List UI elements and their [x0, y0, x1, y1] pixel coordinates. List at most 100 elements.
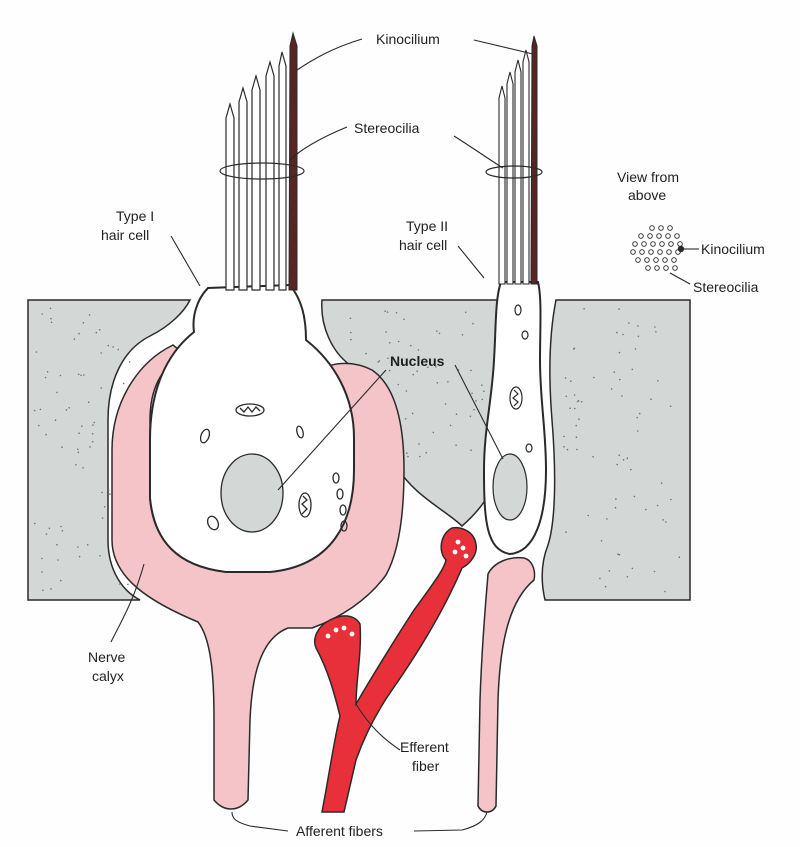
stipple-dot — [88, 314, 91, 316]
stipple-dot — [397, 340, 400, 343]
stipple-dot — [600, 540, 603, 542]
vesicle — [339, 504, 347, 516]
view-stereocilium-dot — [650, 241, 656, 247]
view-stereocilium-dot — [665, 233, 671, 239]
stipple-dot — [664, 590, 666, 593]
view-stereocilium-dot — [635, 257, 641, 263]
stipple-dot — [78, 555, 81, 558]
stipple-dot — [432, 431, 435, 434]
type1-cell-body — [149, 283, 355, 573]
stipple-dot — [77, 451, 80, 454]
stipple-dot — [65, 409, 68, 411]
view-stereocilium-dot — [647, 233, 653, 239]
stipple-dot — [100, 387, 102, 389]
stipple-dot — [593, 376, 595, 379]
stipple-dot — [613, 371, 616, 373]
label-view-line1: View from — [617, 169, 679, 185]
stipple-dot — [473, 408, 475, 411]
leader-type1 — [170, 235, 201, 287]
type1-cilia-link — [219, 162, 305, 180]
view-stereocilium-dot — [653, 257, 659, 263]
label-afferent: Afferent fibers — [296, 823, 383, 839]
stipple-dot — [481, 384, 483, 387]
efferent-fiber — [314, 526, 478, 813]
stipple-dot — [34, 522, 36, 525]
stipple-dot — [599, 577, 601, 580]
stipple-dot — [61, 529, 64, 532]
stipple-dot — [93, 421, 96, 424]
stipple-dot — [461, 334, 464, 336]
supporting-tissue — [27, 299, 691, 601]
stipple-dot — [48, 527, 51, 530]
stipple-dot — [563, 446, 565, 448]
stipple-dot — [447, 381, 449, 383]
stipple-dot — [128, 361, 131, 363]
view-stereocilium-dot — [668, 241, 674, 247]
label-nucleus: Nucleus — [390, 353, 445, 369]
stipple-dot — [101, 517, 104, 519]
stipple-dot — [634, 348, 637, 350]
stipple-dot — [619, 378, 621, 381]
stipple-dot — [616, 331, 618, 334]
type2-kinocilium — [530, 35, 538, 285]
stipple-dot — [81, 425, 83, 428]
leader-kinocilium-right — [473, 39, 534, 55]
stipple-dot — [575, 436, 578, 439]
stipple-dot — [378, 360, 381, 362]
type2-stereocilium — [498, 85, 506, 285]
stipple-dot — [631, 567, 634, 570]
view-stereocilium-dot — [638, 233, 644, 239]
stipple-dot — [386, 311, 389, 313]
view-stereocilium-dot — [672, 265, 678, 271]
label-type1-line2: hair cell — [101, 227, 149, 243]
stipple-dot — [633, 495, 636, 498]
view-stereocilium-dot — [639, 249, 645, 255]
stipple-dot — [455, 444, 457, 447]
stipple-dot — [56, 543, 58, 546]
view-stereocilium-dot — [671, 257, 677, 263]
stipple-dot — [86, 544, 89, 546]
vesicle — [332, 472, 340, 484]
view-kinocilium-dot — [677, 245, 685, 253]
stipple-dot — [573, 407, 576, 410]
leader-afferent-right — [413, 811, 488, 832]
stipple-dot — [606, 518, 608, 520]
leader-efferent — [355, 703, 401, 751]
leader-type2 — [457, 245, 485, 279]
stipple-dot — [637, 430, 639, 432]
stipple-dot — [472, 322, 474, 325]
stipple-dot — [650, 398, 652, 401]
stipple-dot — [122, 382, 125, 385]
stipple-dot — [416, 370, 419, 373]
stipple-dot — [653, 570, 656, 573]
stipple-dot — [618, 351, 621, 354]
stipple-dot — [350, 331, 352, 334]
stipple-dot — [50, 588, 52, 590]
stipple-dot — [637, 325, 639, 327]
stipple-dot — [570, 380, 572, 383]
stipple-dot — [617, 553, 619, 555]
view-stereocilium-dot — [641, 241, 647, 247]
stipple-dot — [56, 391, 58, 394]
stipple-dot — [417, 349, 420, 351]
view-stereocilium-dot — [659, 241, 665, 247]
stipple-dot — [33, 409, 36, 412]
view-stereocilium-dot — [648, 249, 654, 255]
type2-cilia-link — [485, 165, 543, 179]
stipple-dot — [565, 395, 568, 398]
stipple-dot — [464, 311, 467, 314]
stipple-dot — [483, 390, 485, 393]
mitochondrion — [509, 386, 523, 410]
type2-afferent-fiber — [477, 556, 536, 813]
type2-cilia — [485, 35, 543, 285]
stipple-dot — [660, 482, 663, 484]
tissue-right — [541, 299, 691, 601]
stipple-dot — [436, 330, 438, 332]
stipple-dot — [99, 555, 101, 557]
stipple-dot — [563, 435, 565, 438]
stipple-dot — [117, 348, 120, 351]
stipple-dot — [670, 498, 672, 501]
stipple-dot — [377, 361, 380, 363]
stipple-dot — [655, 331, 657, 333]
leader-nucleus-type2 — [454, 364, 504, 460]
